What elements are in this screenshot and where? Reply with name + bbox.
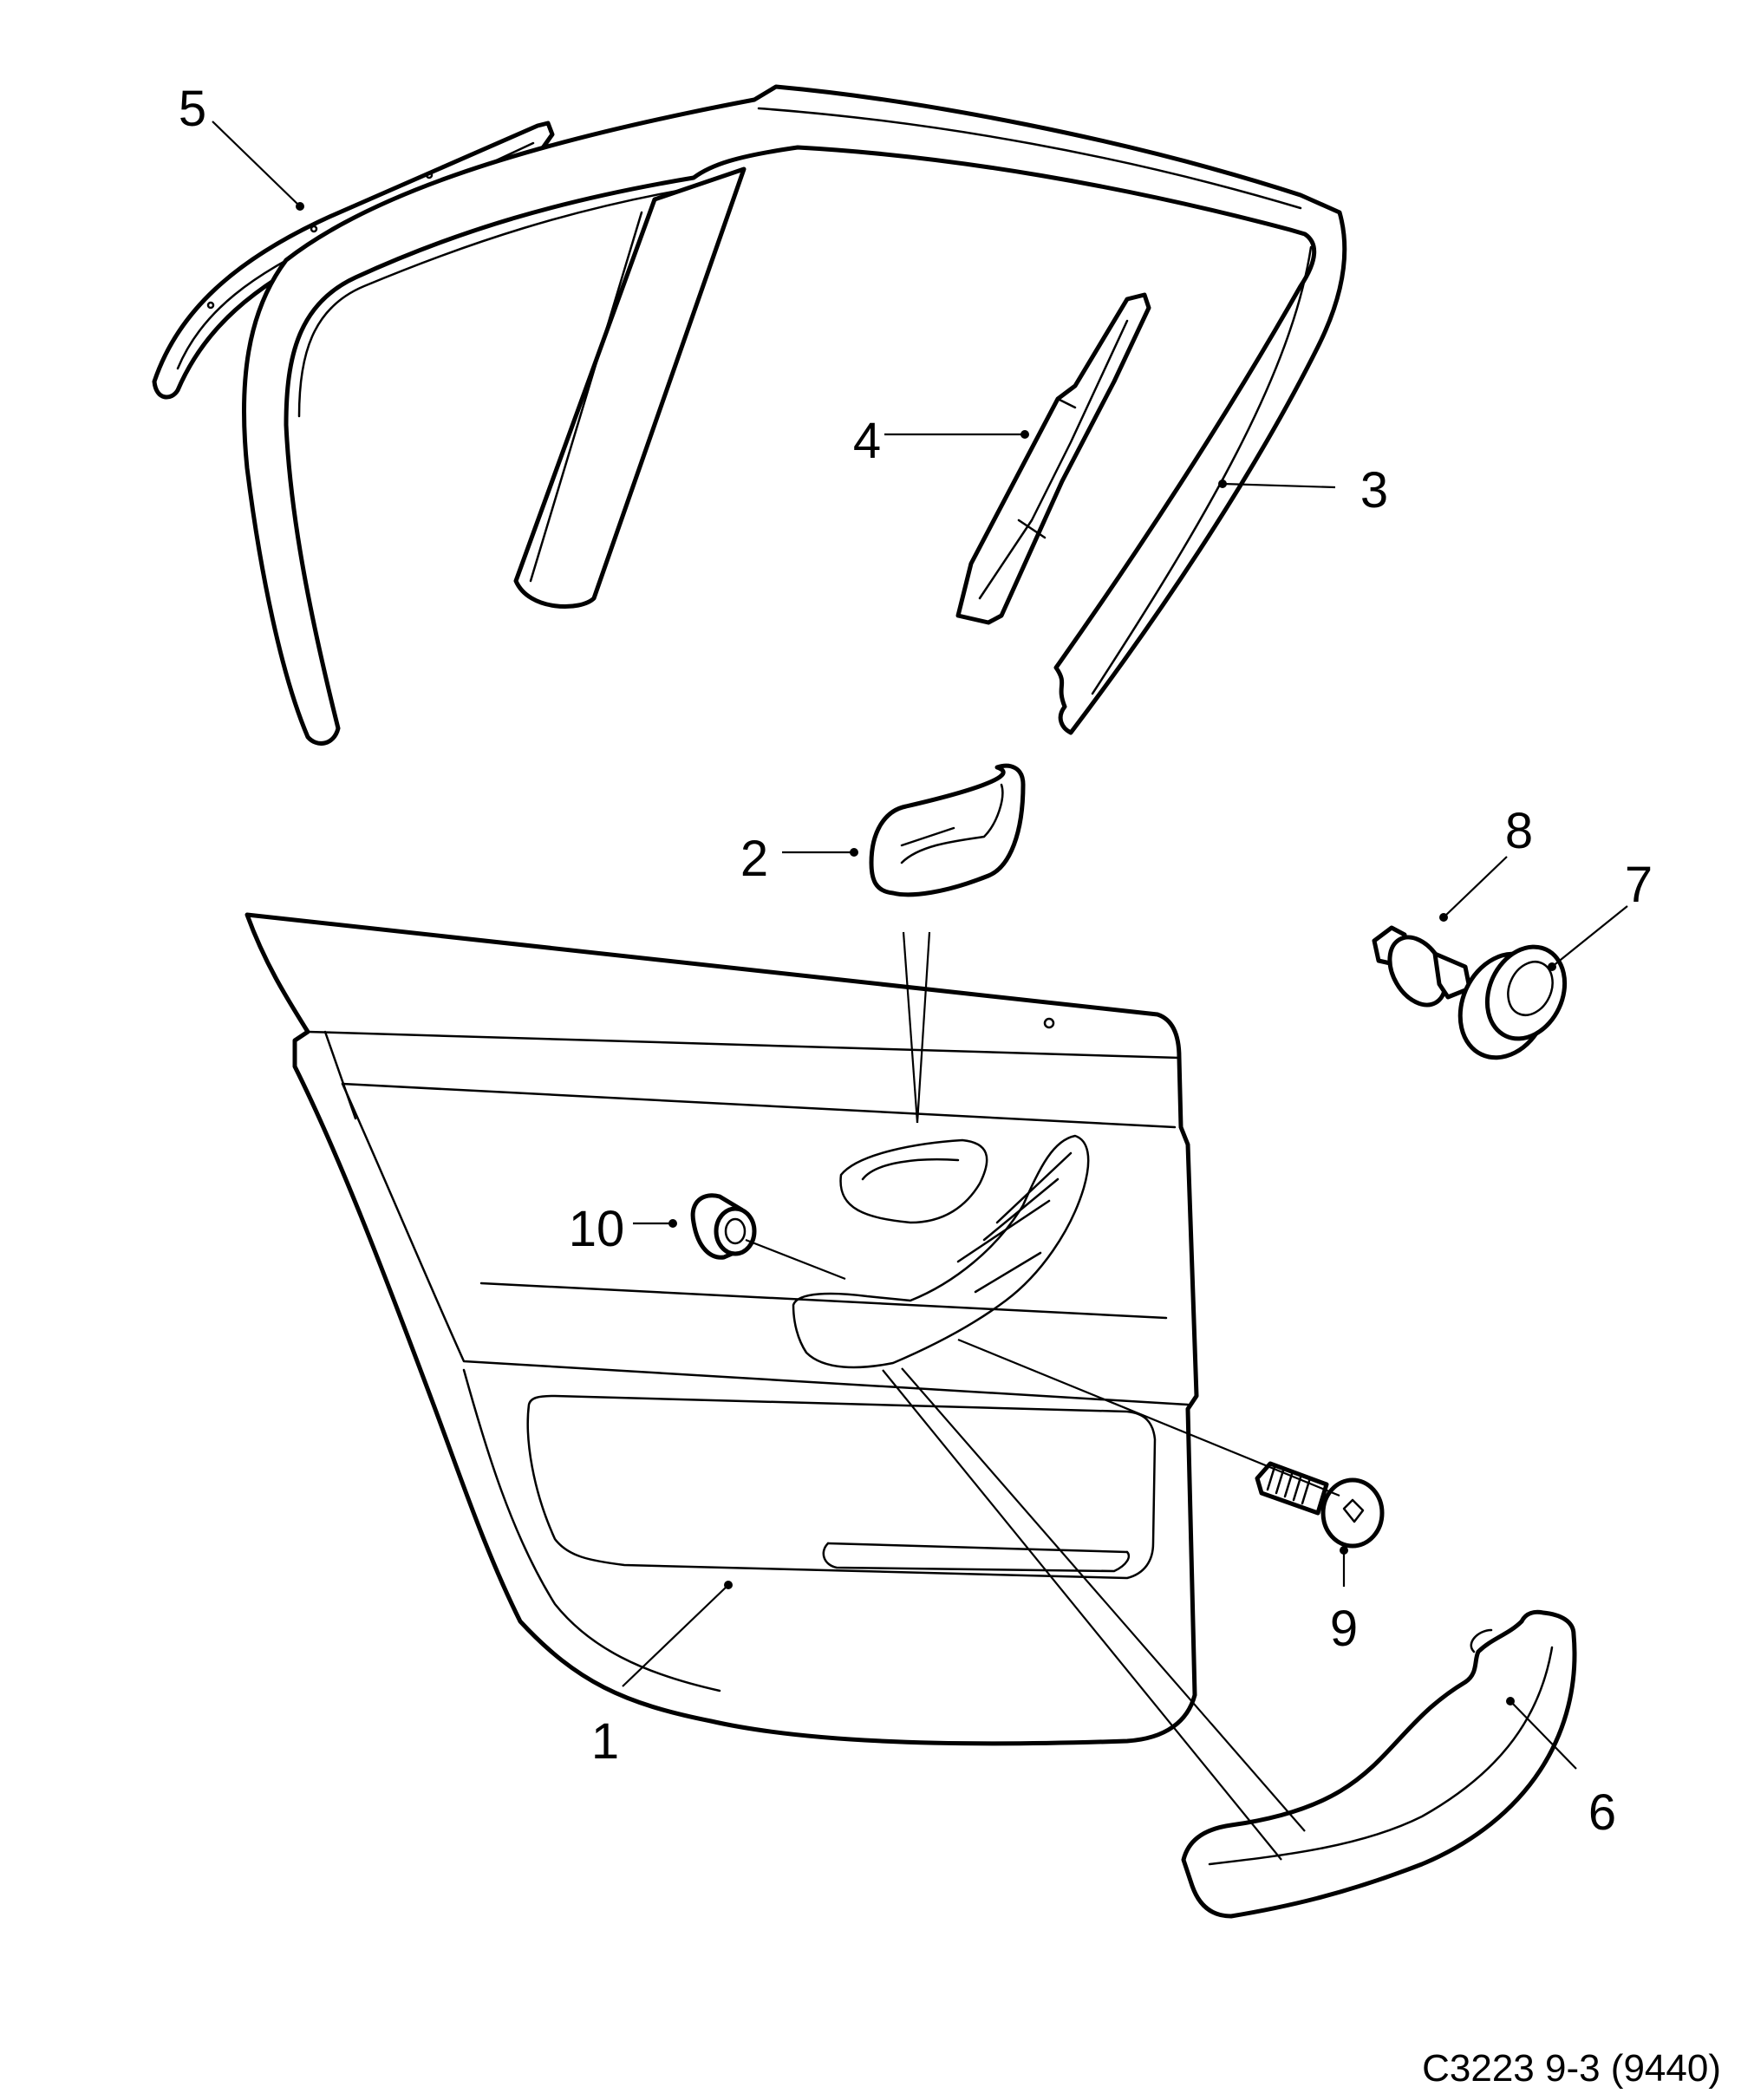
part-9-screw[interactable]	[1255, 1461, 1385, 1549]
part-10-plug[interactable]	[690, 1193, 757, 1260]
callout-labels: 1 2 3 4 5 6 7 8 9 10	[179, 81, 1653, 1841]
part-2-inner-door-handle[interactable]	[869, 763, 1026, 897]
callout-9: 9	[1330, 1601, 1358, 1657]
callout-3: 3	[1360, 462, 1388, 518]
part-7-grommet[interactable]	[1444, 934, 1579, 1072]
callout-2: 2	[740, 831, 768, 887]
part-8-push-clip[interactable]	[1372, 925, 1472, 1015]
callout-6: 6	[1588, 1784, 1616, 1841]
callout-10: 10	[569, 1201, 625, 1257]
assembly-lines	[745, 931, 1340, 1861]
callout-1: 1	[591, 1713, 619, 1770]
callout-5: 5	[179, 81, 206, 137]
callout-4: 4	[853, 413, 881, 469]
callout-8: 8	[1505, 803, 1533, 859]
reference-code: C3223 9-3 (9440)	[1422, 2047, 1721, 2090]
callout-leaders	[212, 121, 1628, 1770]
part-6-armrest-cover[interactable]	[1181, 1609, 1577, 1919]
callout-7: 7	[1625, 857, 1653, 913]
glass-run-channel	[513, 166, 747, 609]
part-1-door-trim-panel[interactable]	[245, 912, 1199, 1746]
part-3-window-frame-seal[interactable]	[241, 84, 1347, 746]
part-4-b-pillar-trim[interactable]	[955, 292, 1151, 625]
